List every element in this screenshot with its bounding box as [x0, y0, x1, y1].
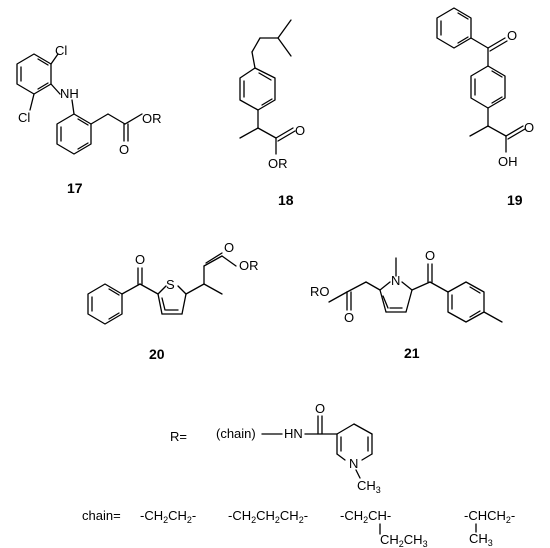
- atom-o: O: [344, 310, 354, 325]
- atom-ch3: CH3: [357, 478, 381, 495]
- chain-option-methylethylene: -CHCH2-: [464, 508, 515, 525]
- compound-label: 19: [507, 192, 523, 208]
- ring-19-b: [470, 65, 506, 109]
- compound-19: O O OH 19: [436, 7, 534, 208]
- atom-or: OR: [142, 111, 162, 126]
- compound-label: 18: [278, 192, 294, 208]
- compound-18: O OR 18: [239, 19, 305, 208]
- ring-17-a: [16, 53, 52, 95]
- compound-20: O S O OR 20: [87, 240, 259, 362]
- r-label: R=: [170, 429, 187, 444]
- atom-oh: OH: [498, 154, 518, 169]
- ring-18: [239, 67, 276, 111]
- chain-branch-methyl: CH3: [469, 531, 493, 548]
- compound-label: 21: [404, 345, 420, 361]
- compound-label: 17: [67, 180, 83, 196]
- r-group: R= (chain) HN O N CH3: [170, 401, 381, 495]
- ring-21: [447, 281, 485, 323]
- chain-option-ethylene: -CH2CH2-: [140, 508, 196, 525]
- atom-ro: RO: [310, 284, 330, 299]
- atom-o: O: [507, 28, 517, 43]
- atom-s: S: [166, 277, 175, 292]
- chain-option-butylene: -CH2CH-: [340, 508, 391, 525]
- chain-equals-label: chain=: [82, 508, 121, 523]
- chain-definitions: chain= -CH2CH2- -CH2CH2CH2- -CH2CH- CH2C…: [82, 508, 515, 548]
- atom-o: O: [295, 123, 305, 138]
- atom-n: N: [349, 456, 358, 471]
- ring-19-a: [436, 7, 472, 49]
- atom-o: O: [224, 240, 234, 255]
- ring-20: [87, 283, 123, 325]
- atom-cl: Cl: [55, 43, 67, 58]
- atom-or: OR: [239, 258, 259, 273]
- atom-o: O: [524, 120, 534, 135]
- atom-n: N: [391, 273, 400, 288]
- chain-label: (chain): [216, 426, 256, 441]
- compound-21: N O RO O 21: [310, 248, 503, 361]
- atom-o: O: [315, 401, 325, 416]
- atom-nh: NH: [60, 86, 79, 101]
- atom-cl: Cl: [18, 110, 30, 125]
- compound-17: Cl Cl NH OR O 17: [16, 43, 162, 196]
- compound-label: 20: [149, 346, 165, 362]
- chain-branch-ethyl: CH2CH3: [380, 532, 428, 548]
- atom-or: OR: [268, 156, 288, 171]
- atom-o: O: [135, 252, 145, 267]
- chain-option-propylene: -CH2CH2CH2-: [228, 508, 308, 525]
- atom-o: O: [119, 142, 129, 157]
- ring-17-b: [56, 113, 92, 155]
- atom-o: O: [425, 248, 435, 263]
- atom-hn: HN: [284, 426, 303, 441]
